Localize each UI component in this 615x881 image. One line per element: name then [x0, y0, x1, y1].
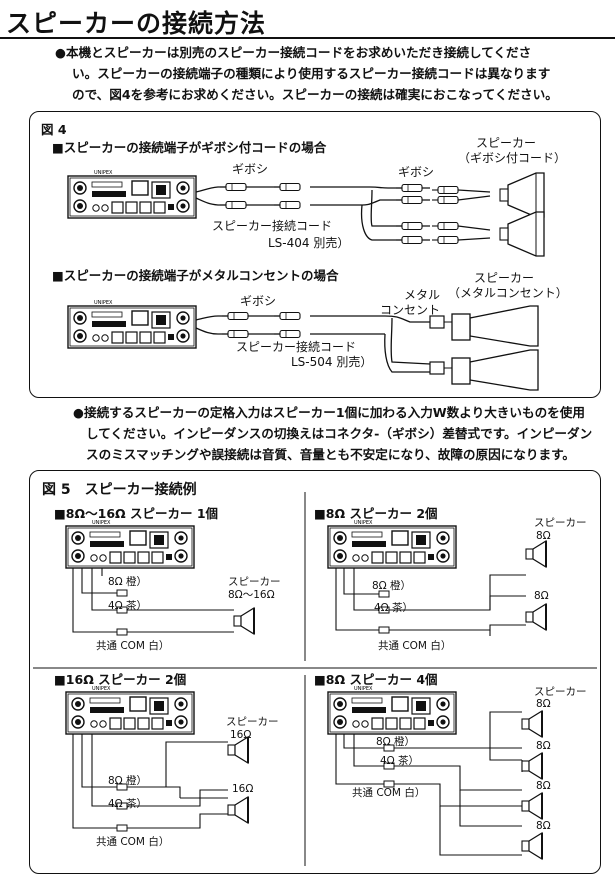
metal-label: メタル: [404, 288, 441, 302]
q1-tap-8ohm: 8Ω 橙）: [108, 576, 148, 588]
page-title: スピーカーの接続方法: [6, 9, 267, 38]
figure-5-heading: 図 5 スピーカー接続例: [42, 482, 197, 498]
intro-line-3: ので、図4を参考にお求めください。スピーカーの接続は確実におこなってください。: [72, 87, 558, 102]
q1-tap-4ohm: 4Ω 茶）: [108, 600, 148, 612]
q3-tap-4ohm: 4Ω 茶）: [108, 798, 148, 810]
note-line-3: スのミスマッチングや誤接続は音質、音量とも不安定になり、故障の原因になります。: [86, 447, 576, 462]
figure-5-panel: [29, 470, 601, 874]
q4-title: ■8Ω スピーカー 4個: [314, 672, 438, 687]
q3-speaker-label: スピーカー: [226, 716, 279, 728]
q2-speaker-a-impedance: 8Ω: [536, 530, 551, 542]
unit-brand-label: UNIPEX: [94, 300, 113, 306]
cord-label-case2: スピーカー接続コード: [236, 340, 357, 354]
cord-model-case2: LS-504 別売）: [291, 355, 373, 369]
unit-brand-label: UNIPEX: [92, 520, 111, 526]
q4-speaker-label: スピーカー: [534, 686, 587, 698]
unit-brand-label: UNIPEX: [94, 170, 113, 176]
figure-4-case2-title: ■スピーカーの接続端子がメタルコンセントの場合: [52, 268, 339, 283]
cord-label-case1: スピーカー接続コード: [212, 219, 333, 233]
unit-brand-label: UNIPEX: [92, 686, 111, 692]
q2-title: ■8Ω スピーカー 2個: [314, 506, 438, 521]
figure-4-heading: 図 4: [41, 122, 67, 137]
gibosi-label-right: ギボシ: [398, 165, 435, 179]
q1-speaker-impedance: 8Ω～16Ω: [228, 589, 275, 601]
cord-model-case1: LS-404 別売）: [268, 236, 350, 250]
gibosi-label-case2: ギボシ: [240, 294, 277, 308]
speaker-label-case1: スピーカー: [476, 136, 537, 150]
note-line-2: してください。インピーダンスの切換えはコネクタ-（ギボシ）差替式です。インピーダ…: [86, 426, 593, 441]
q3-speaker-a-impedance: 16Ω: [230, 729, 252, 741]
q3-tap-com: 共通 COM 白）: [96, 836, 170, 848]
q4-tap-com: 共通 COM 白）: [352, 787, 426, 799]
note-line-1: ●接続するスピーカーの定格入力はスピーカー1個に加わる入力W数より大きいものを使…: [73, 405, 585, 420]
q2-tap-8ohm: 8Ω 橙）: [372, 580, 412, 592]
figure-4-case1-title: ■スピーカーの接続端子がギボシ付コードの場合: [52, 140, 327, 155]
q4-speaker-a-impedance: 8Ω: [536, 698, 551, 710]
speaker-sub-case1: （ギボシ付コード）: [458, 151, 567, 165]
speaker-sub-case2: （メタルコンセント）: [448, 286, 568, 300]
speaker-label-case2: スピーカー: [474, 271, 535, 285]
q2-speaker-label: スピーカー: [534, 517, 587, 529]
title-underline: [0, 37, 615, 39]
q4-tap-4ohm: 4Ω 茶）: [380, 755, 420, 767]
gibosi-label-left: ギボシ: [232, 162, 269, 176]
q3-tap-8ohm: 8Ω 橙）: [108, 775, 148, 787]
q3-title: ■16Ω スピーカー 2個: [54, 672, 187, 687]
unit-brand-label: UNIPEX: [354, 686, 373, 692]
q2-speaker-b-impedance: 8Ω: [534, 590, 549, 602]
q1-speaker-label: スピーカー: [228, 576, 281, 588]
figure-4-panel: [29, 111, 601, 398]
consent-label: コンセント: [380, 303, 441, 317]
intro-line-2: い。スピーカーの接続端子の種類により使用するスピーカー接続コードは異なります: [72, 66, 551, 81]
q3-speaker-b-impedance: 16Ω: [232, 783, 254, 795]
q2-tap-4ohm: 4Ω 茶）: [374, 602, 414, 614]
q4-tap-8ohm: 8Ω 橙）: [376, 736, 416, 748]
q4-speaker-d-impedance: 8Ω: [536, 820, 551, 832]
q4-speaker-b-impedance: 8Ω: [536, 740, 551, 752]
unit-brand-label: UNIPEX: [354, 520, 373, 526]
q1-title: ■8Ω～16Ω スピーカー 1個: [54, 506, 219, 521]
q1-tap-com: 共通 COM 白）: [96, 640, 170, 652]
intro-line-1: ●本機とスピーカーは別売のスピーカー接続コードをお求めいただき接続してくださ: [55, 45, 532, 60]
q2-tap-com: 共通 COM 白）: [378, 640, 452, 652]
q4-speaker-c-impedance: 8Ω: [536, 780, 551, 792]
